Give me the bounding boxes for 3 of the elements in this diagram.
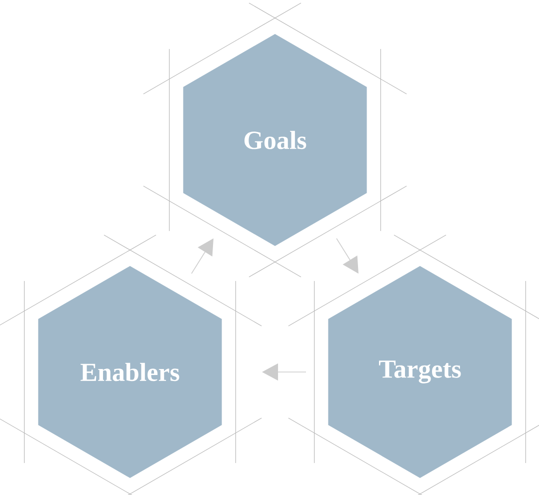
hexagon: Enablers <box>38 266 222 478</box>
hexagon: Goals <box>183 34 367 246</box>
hexagon: Targets <box>328 266 512 478</box>
